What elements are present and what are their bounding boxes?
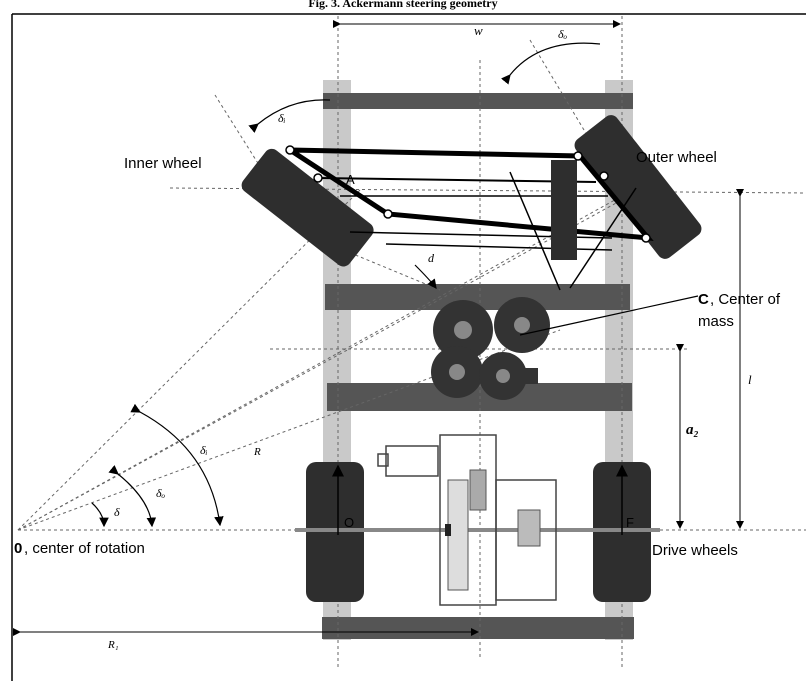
- label-r1: R₁: [107, 639, 119, 651]
- gearbox: [377, 434, 557, 606]
- label-point-o: O: [344, 515, 354, 530]
- label-delta-i-top: δᵢ: [278, 111, 286, 125]
- steering-column: [551, 160, 577, 260]
- label-point-f: F: [626, 515, 634, 530]
- gear-hubs: [449, 317, 530, 383]
- label-point-a: A: [346, 172, 355, 187]
- label-center-rotation-text: , center of rotation: [24, 540, 145, 557]
- label-center-mass-text2: mass: [698, 313, 734, 330]
- label-l: l: [748, 372, 752, 387]
- linkage-joints: [285, 145, 651, 243]
- label-center-rotation-letter: 0: [14, 540, 22, 557]
- label-center-mass-letter: C: [698, 291, 709, 308]
- label-delta-o-top: δₒ: [558, 27, 568, 41]
- cross-bar-bottom: [322, 617, 634, 639]
- gear-small: [469, 469, 487, 511]
- label-inner-wheel: Inner wheel: [124, 155, 202, 172]
- caption: Fig. 3. Ackermann steering geometry: [308, 0, 497, 10]
- label-center-mass-text: , Center of: [710, 291, 781, 308]
- label-outer-wheel: Outer wheel: [636, 149, 717, 166]
- center-mass-leader: [519, 295, 699, 336]
- construction-lines: [17, 16, 806, 670]
- label-a2: a₂: [686, 422, 699, 438]
- label-delta-o: δₒ: [156, 486, 166, 500]
- label-delta-i: δᵢ: [200, 443, 208, 457]
- angle-arcs: [91, 42, 601, 528]
- label-w: w: [474, 23, 483, 38]
- label-drive-wheels: Drive wheels: [652, 542, 738, 559]
- inner-steering-wheel: [241, 148, 374, 267]
- shaft-mark: [445, 524, 451, 536]
- cross-bar-top: [323, 93, 633, 109]
- label-delta: δ: [114, 505, 120, 519]
- outer-steering-wheel: [574, 115, 702, 259]
- label-d: d: [428, 251, 435, 265]
- gear-right: [517, 509, 541, 547]
- label-r: R: [253, 446, 261, 458]
